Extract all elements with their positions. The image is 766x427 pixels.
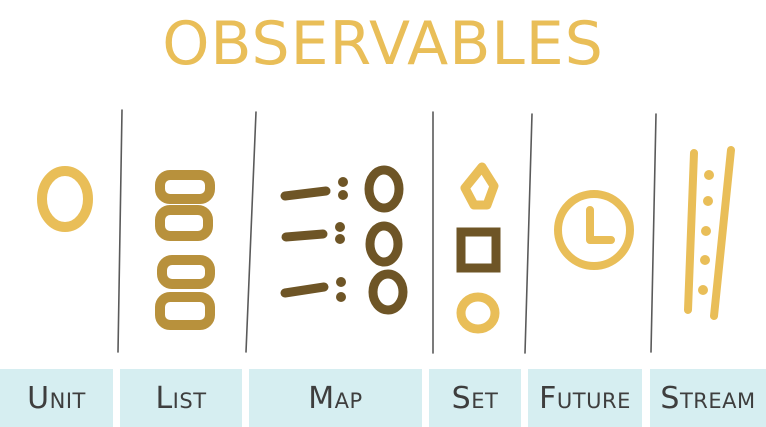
label-list: List <box>120 369 242 427</box>
set-diamond <box>460 162 499 210</box>
future-icon <box>554 190 634 270</box>
unit-icon <box>37 166 93 232</box>
divider-4 <box>524 113 533 354</box>
diagram-title: OBSERVABLES <box>162 9 604 79</box>
map-entry-2 <box>281 221 403 267</box>
label-unit: Unit <box>0 369 113 427</box>
clock-hands <box>586 206 615 244</box>
list-icon <box>155 170 215 330</box>
stream-rail-right <box>710 146 735 320</box>
set-square <box>456 227 501 273</box>
stream-rail-left <box>684 149 698 314</box>
stream-icon <box>684 146 735 320</box>
label-stream: Stream <box>650 369 766 427</box>
divider-5 <box>650 113 657 353</box>
label-stream-text: Stream <box>660 380 756 416</box>
label-set-text: Set <box>451 380 499 416</box>
label-map-text: Map <box>308 380 363 416</box>
map-entry-3 <box>280 269 408 315</box>
clock-face <box>554 190 634 270</box>
set-icon <box>456 162 501 334</box>
label-future-text: Future <box>539 380 631 416</box>
label-unit-text: Unit <box>27 380 86 416</box>
divider-2 <box>245 111 257 353</box>
label-map: Map <box>249 369 422 427</box>
list-item-4 <box>155 292 215 330</box>
map-icon <box>280 165 408 315</box>
list-item-3 <box>157 255 215 289</box>
label-list-text: List <box>155 380 207 416</box>
column-dividers <box>117 109 657 354</box>
divider-1 <box>117 109 123 353</box>
list-item-1 <box>155 170 215 204</box>
label-future: Future <box>528 369 642 427</box>
list-item-2 <box>155 205 213 241</box>
map-entry-1 <box>280 165 404 213</box>
set-circle <box>456 292 500 334</box>
label-set: Set <box>429 369 521 427</box>
